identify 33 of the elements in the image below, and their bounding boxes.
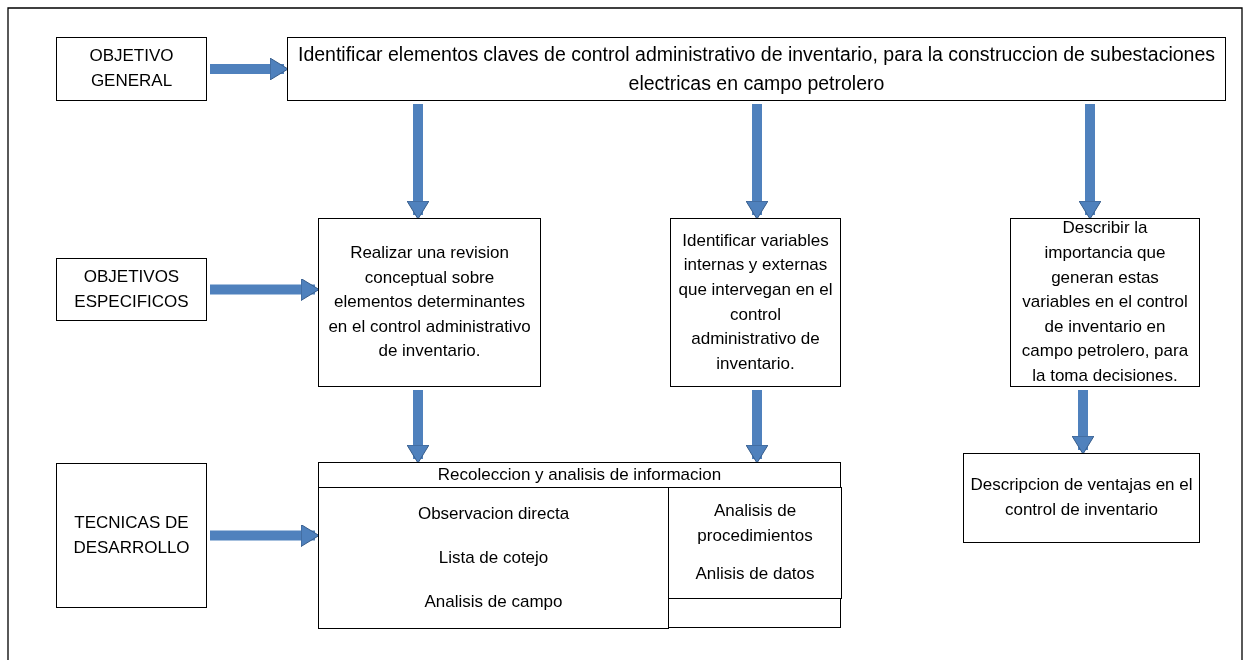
process-box bbox=[56, 258, 207, 321]
arrow bbox=[210, 57, 289, 81]
process-box bbox=[56, 463, 207, 608]
arrow bbox=[1071, 390, 1095, 455]
box-text: Lista de cotejo bbox=[437, 546, 550, 569]
process-box bbox=[287, 37, 1226, 101]
box-text: OBJETIVOS ESPECIFICOS bbox=[73, 265, 190, 313]
process-box bbox=[668, 487, 842, 599]
box-text: Realizar una revision conceptual sobre elementos determinantes en el control administrativo de inventario. bbox=[327, 241, 532, 363]
arrow bbox=[745, 104, 769, 220]
arrow bbox=[210, 524, 320, 547]
arrow bbox=[210, 278, 320, 301]
box-text: Identificar elementos claves de control administrativo de inventario, para la construccion de subestaciones electricas en campo petrolero bbox=[297, 41, 1216, 96]
box-text: Analisis de campo bbox=[423, 590, 564, 613]
process-box bbox=[56, 37, 207, 101]
arrow bbox=[1078, 104, 1102, 220]
box-text: Identificar variables internas y externas que intervegan en el control administrativo de inventario. bbox=[677, 229, 834, 375]
box-text: Describir la importancia que generan estas variables en el control de inventario en campo petrolero, para la toma decisiones. bbox=[1020, 217, 1190, 388]
process-box bbox=[318, 487, 669, 629]
arrow bbox=[745, 390, 769, 464]
process-box bbox=[318, 218, 541, 387]
process-box bbox=[963, 453, 1200, 543]
box-text: TECNICAS DE DESARROLLO bbox=[72, 511, 191, 559]
arrow bbox=[406, 390, 430, 464]
box-text: Anlisis de datos bbox=[694, 563, 816, 586]
box-text: Observacion directa bbox=[416, 502, 571, 525]
arrow bbox=[406, 104, 430, 220]
box-text: Analisis de procedimientos bbox=[696, 500, 814, 547]
box-text: Descripcion de ventajas en el control de inventario bbox=[969, 474, 1194, 521]
process-box bbox=[670, 218, 841, 387]
box-text: OBJETIVO GENERAL bbox=[88, 45, 175, 92]
group-box bbox=[318, 462, 841, 628]
box-heading: Recoleccion y analisis de informacion bbox=[436, 464, 723, 486]
